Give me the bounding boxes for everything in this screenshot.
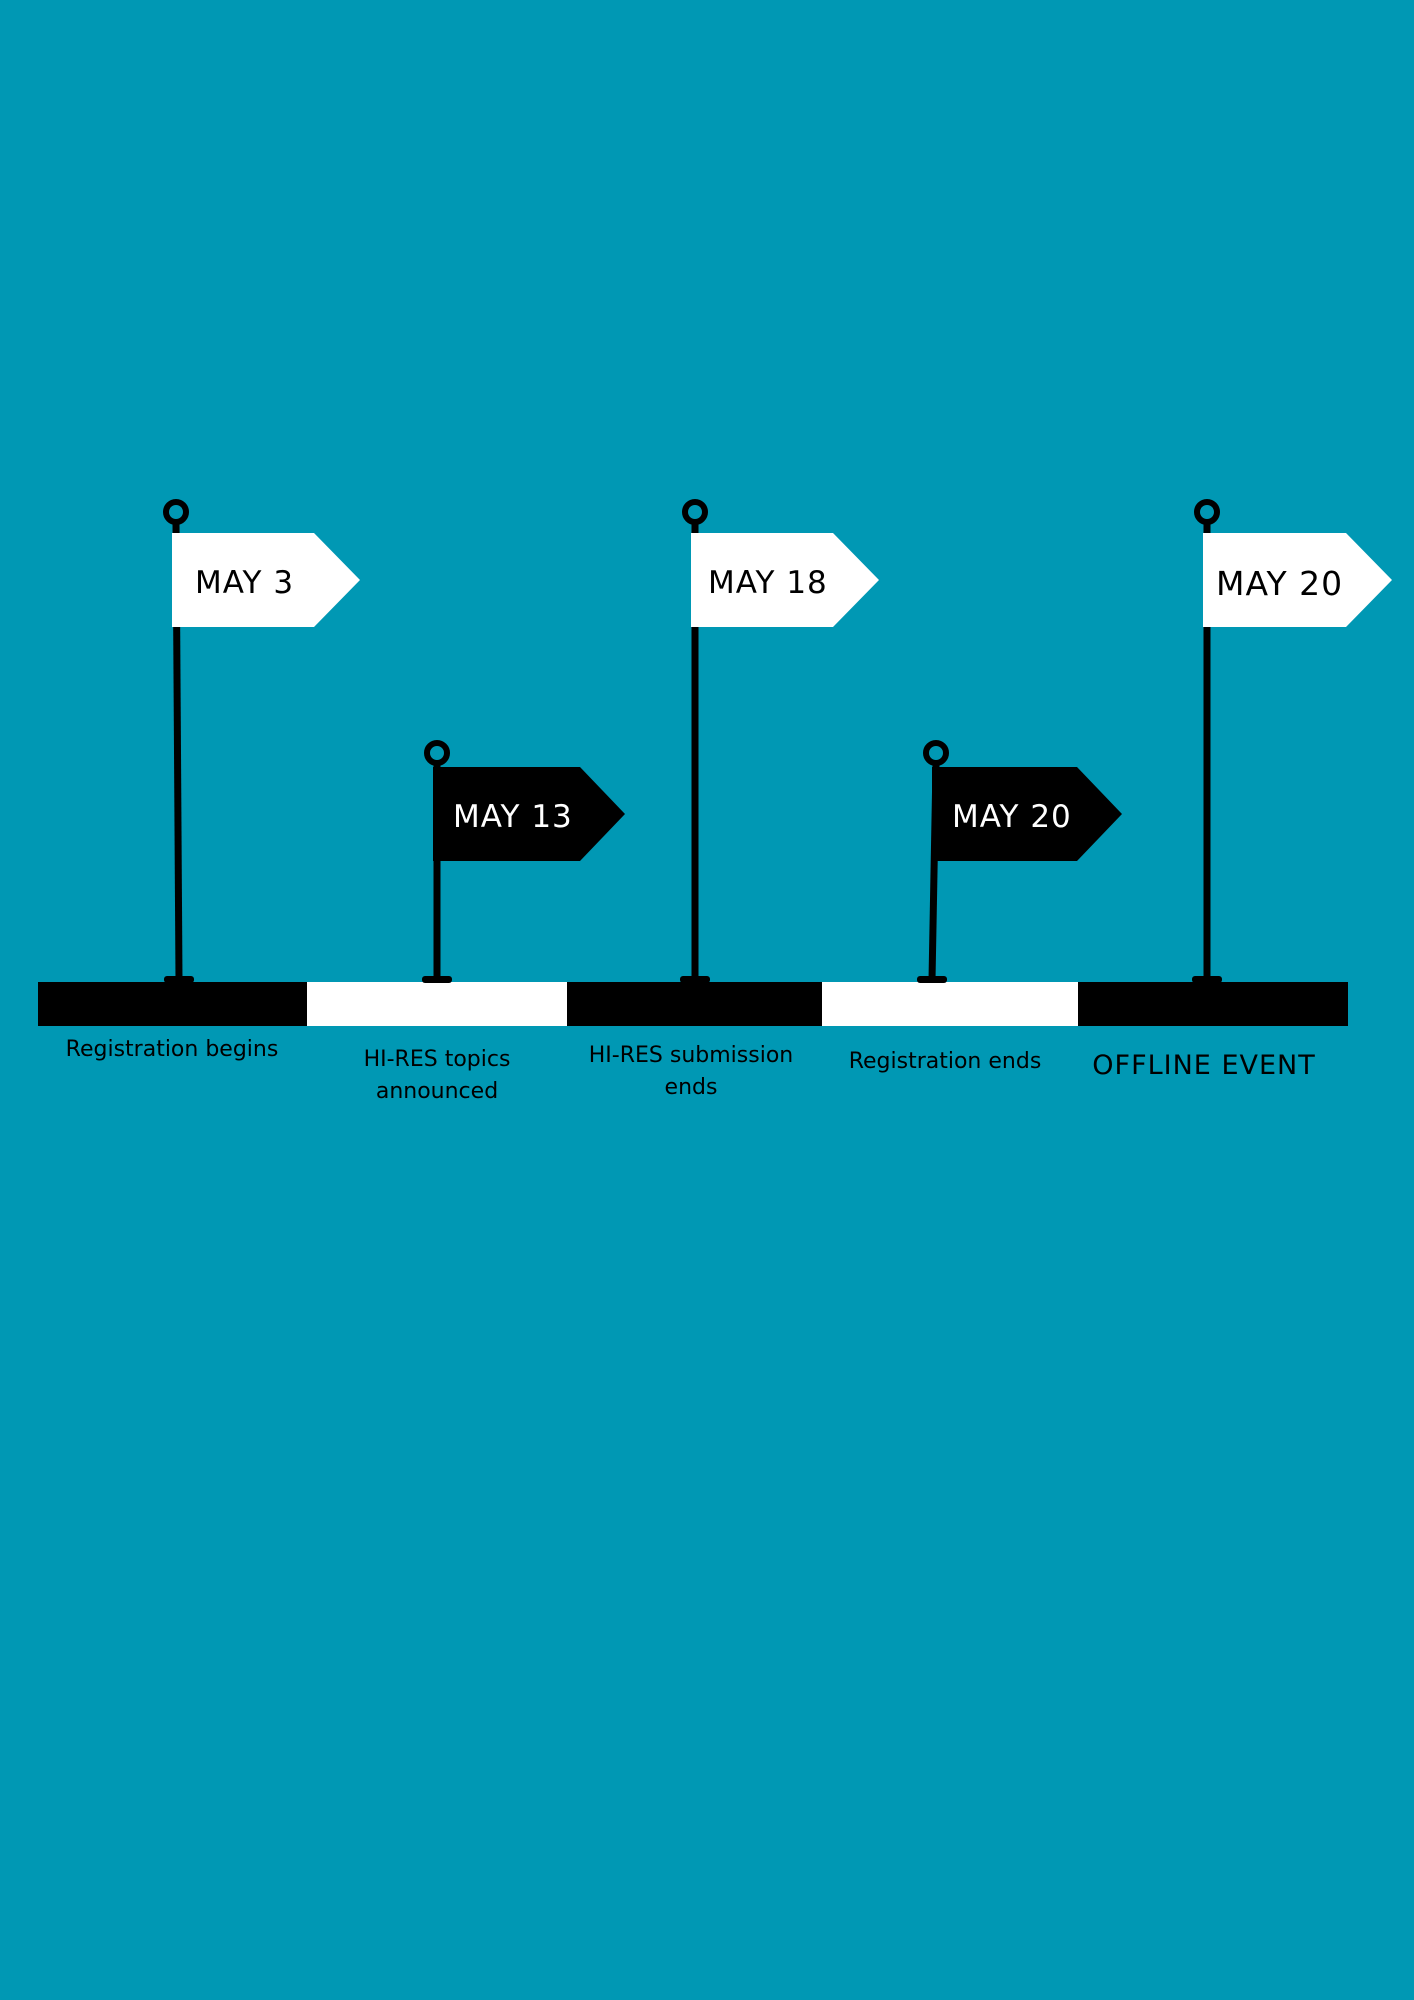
pole-ring-icon [923,740,949,766]
flag-banner [932,767,1122,861]
flag-banner [1203,533,1392,627]
pole-ring-icon [682,499,708,525]
milestone-4-flag: MAY 20 [917,740,1122,983]
bar-segment-4 [822,982,1078,1026]
label-line: ends [664,1075,718,1100]
label-line: Registration ends [848,1049,1042,1074]
bar-segment-2 [307,982,567,1026]
label-line: OFFLINE EVENT [1092,1050,1316,1081]
milestone-3-label: HI-RES submission ends [589,1040,793,1104]
flag-date: MAY 20 [952,799,1072,835]
timeline-bar [38,982,1348,1026]
milestone-3-flag: MAY 18 [680,499,879,983]
flag-banner [172,533,360,627]
pole-foot [164,976,194,983]
flag-date: MAY 20 [1216,564,1343,603]
milestone-1-label: Registration begins [66,1034,279,1066]
label-line: HI-RES topics [363,1047,511,1072]
pole-ring-icon [424,740,450,766]
bar-segment-1 [38,982,307,1026]
milestone-1-flag: MAY 3 [163,499,360,983]
bar-segment-3 [567,982,822,1026]
label-line: HI-RES submission [588,1043,794,1068]
pole-foot [680,976,710,983]
label-line: announced [375,1079,499,1104]
pole-foot [1192,976,1222,983]
milestone-2-flag: MAY 13 [422,740,625,983]
milestone-5-flag: MAY 20 [1192,499,1392,983]
flag-banner [433,767,625,861]
flag-date: MAY 18 [708,565,828,601]
flag-banner [691,533,879,627]
flag-date: MAY 3 [195,565,294,601]
pole-foot [422,976,452,983]
pole-ring-icon [163,499,189,525]
milestone-2-label: HI-RES topics announced [364,1044,511,1108]
milestone-5-label: OFFLINE EVENT [1092,1050,1315,1082]
pole-ring-icon [1194,499,1220,525]
bar-segment-5 [1078,982,1348,1026]
pole-foot [917,976,947,983]
flag-date: MAY 13 [453,799,573,835]
label-line: Registration begins [65,1037,279,1062]
milestone-4-label: Registration ends [849,1046,1042,1078]
